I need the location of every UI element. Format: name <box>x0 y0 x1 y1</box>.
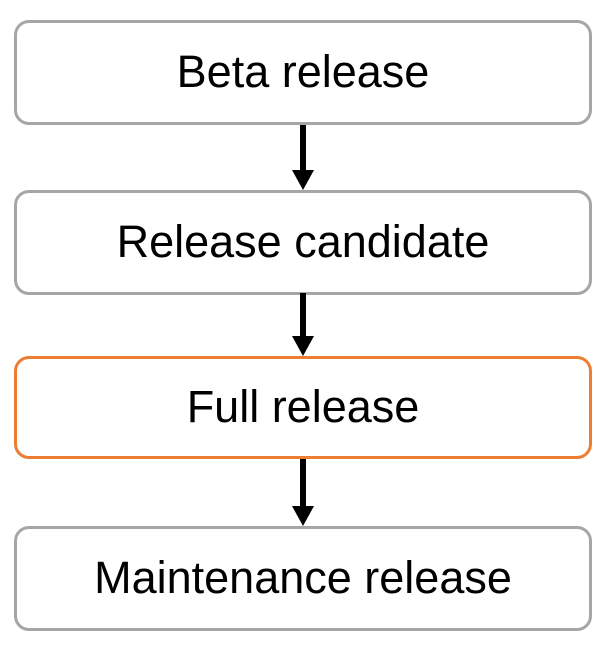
down-arrow-icon <box>292 459 314 526</box>
node-maintenance-release: Maintenance release <box>14 526 592 631</box>
node-label: Release candidate <box>116 216 490 267</box>
node-label: Full release <box>186 381 420 432</box>
node-full-release: Full release <box>14 356 592 459</box>
down-arrow-icon <box>292 293 314 356</box>
node-beta-release: Beta release <box>14 20 592 125</box>
node-label: Beta release <box>176 46 430 97</box>
down-arrow-icon <box>292 125 314 190</box>
node-label: Maintenance release <box>94 552 512 603</box>
node-release-candidate: Release candidate <box>14 190 592 295</box>
